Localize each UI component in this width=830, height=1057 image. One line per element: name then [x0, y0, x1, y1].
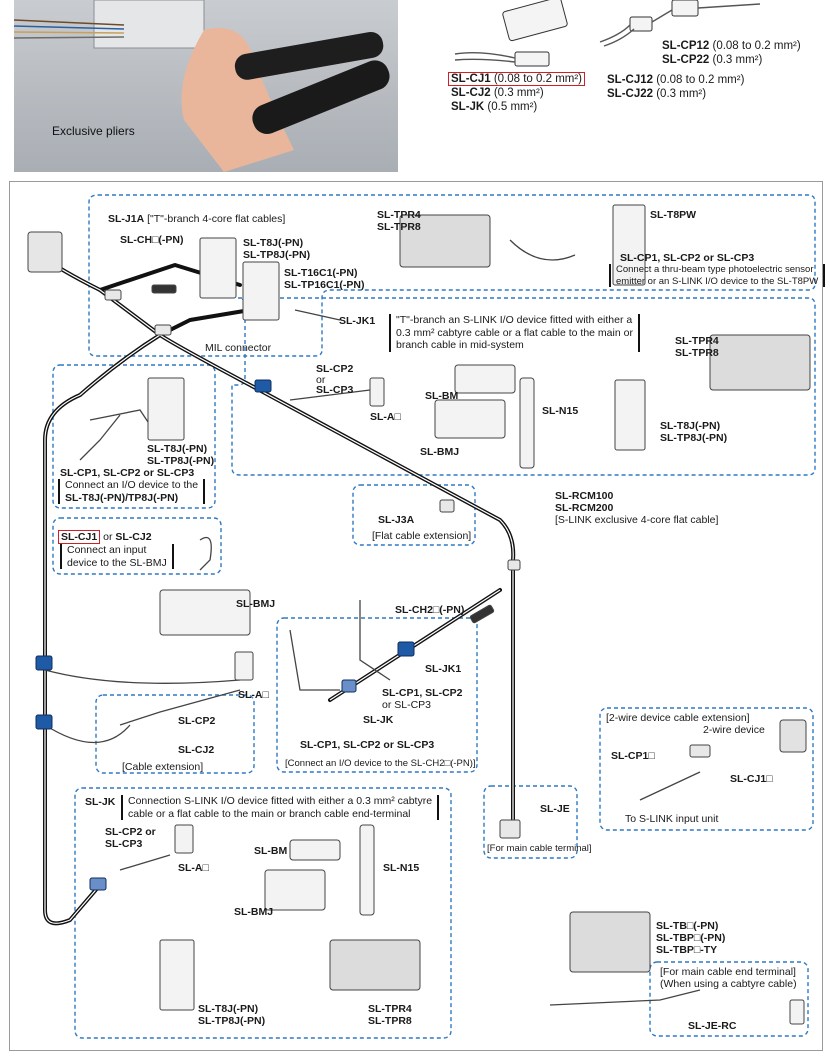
- label-tp8j-c: SL-TP8J(-PN): [147, 455, 215, 467]
- label-t8j-b: SL-T8J(-PN): [660, 420, 721, 432]
- label-cj2-c: SL-CJ2: [178, 744, 215, 756]
- group-j3a: [352, 484, 476, 546]
- cj1-spec: SL-CJ1 (0.08 to 0.2 mm²): [448, 72, 586, 86]
- label-tp8j-b: SL-TP8J(-PN): [660, 432, 728, 444]
- label-t8j-c: SL-T8J(-PN): [147, 443, 208, 455]
- label-je: SL-JE: [540, 803, 570, 815]
- label-cp2-a: SL-CP2: [316, 363, 354, 375]
- label-tpr4-b: SL-TPR4: [675, 335, 719, 347]
- group-bmj-input: [52, 517, 222, 575]
- label-tp8j-a: SL-TP8J(-PN): [243, 249, 311, 261]
- j1a-branch-2: [158, 308, 252, 337]
- label-cp-or: SL-CP1, SL-CP2 or SL-CP3: [620, 252, 755, 264]
- label-jk1-desc: "T"-branch an S-LINK I/O device fitted w…: [389, 314, 640, 352]
- label-2wire: 2-wire device: [703, 724, 765, 736]
- label-jk1-b: SL-JK1: [425, 663, 462, 675]
- label-bmj-b: SL-BMJ: [236, 598, 276, 610]
- label-jk-c: SL-JK: [85, 796, 116, 808]
- label-jerc: SL-JE-RC: [688, 1020, 737, 1032]
- label-a-b: SL-A□: [238, 689, 269, 701]
- group-2wire: [599, 707, 814, 831]
- label-bm-c: SL-BM: [254, 845, 288, 857]
- group-jerc: [649, 961, 809, 1037]
- label-n15-c: SL-N15: [383, 862, 420, 874]
- group-ch2: [276, 617, 478, 773]
- label-tbpty: SL-TBP□-TY: [656, 944, 718, 956]
- label-jerc-desc1: [For main cable end terminal]: [660, 966, 796, 978]
- label-cp12-b: SL-CP1, SL-CP2: [382, 687, 463, 699]
- label-mil: MIL connector: [205, 342, 272, 354]
- label-ch: SL-CH□(-PN): [120, 234, 184, 246]
- label-tb: SL-TB□(-PN): [656, 920, 719, 932]
- label-t8pw-desc: Connect a thru-beam type photoelectric s…: [609, 264, 826, 287]
- label-bmj-a: SL-BMJ: [420, 446, 460, 458]
- label-je-desc: [For main cable terminal]: [487, 843, 592, 854]
- label-j1a: SL-J1A ["T"-branch 4-core flat cables]: [108, 213, 286, 225]
- group-je: [483, 785, 578, 859]
- label-bmj-c: SL-BMJ: [234, 906, 274, 918]
- label-to-input: To S-LINK input unit: [625, 813, 719, 825]
- label-t16c1: SL-T16C1(-PN): [284, 267, 358, 279]
- label-rcm200: SL-RCM200: [555, 502, 614, 514]
- label-rcm100: SL-RCM100: [555, 490, 614, 502]
- cj22-spec: SL-CJ22 (0.3 mm²): [607, 88, 707, 100]
- label-j3a-desc: [Flat cable extension]: [372, 530, 472, 542]
- cp22-spec: SL-CP22 (0.3 mm²): [662, 54, 763, 66]
- label-t8j-a: SL-T8J(-PN): [243, 237, 304, 249]
- cj12-spec: SL-CJ12 (0.08 to 0.2 mm²): [607, 74, 745, 86]
- top-connector-drawings: [454, 0, 761, 67]
- label-rcm-desc: [S-LINK exclusive 4-core flat cable]: [555, 514, 719, 526]
- label-or-cp3-b: or SL-CP3: [382, 699, 432, 711]
- label-cp1-e: SL-CP1□: [611, 750, 655, 762]
- label-tpr4-a: SL-TPR4: [377, 209, 421, 221]
- device-terminal-top-left: [27, 231, 63, 273]
- group-cable-ext: [95, 694, 255, 774]
- photo-caption: Exclusive pliers: [52, 124, 135, 138]
- label-jerc-desc2: (When using a cabtyre cable): [660, 978, 797, 990]
- label-2wire-title: [2-wire device cable extension]: [606, 712, 750, 724]
- group-t8j: [52, 364, 216, 509]
- cj2-spec: SL-CJ2 (0.3 mm²): [451, 87, 544, 99]
- label-tbp: SL-TBP□(-PN): [656, 932, 726, 944]
- label-cp2-d: SL-CP2 or: [105, 826, 156, 838]
- label-t8j-d: SL-T8J(-PN): [198, 1003, 259, 1015]
- label-or-a: or: [316, 374, 326, 386]
- label-tpr8-c: SL-TPR8: [368, 1015, 412, 1027]
- system-diagram-frame: [9, 181, 823, 1051]
- label-jk1-a: SL-JK1: [339, 315, 376, 327]
- label-a-a: SL-A□: [370, 411, 401, 423]
- label-cable-ext: [Cable extension]: [122, 761, 204, 773]
- label-cp-or-c: SL-CP1, SL-CP2 or SL-CP3: [60, 467, 195, 479]
- label-tp16c1: SL-TP16C1(-PN): [284, 279, 365, 291]
- label-tpr4-c: SL-TPR4: [368, 1003, 412, 1015]
- label-jk-c-desc: Connection S-LINK I/O device fitted with…: [121, 795, 440, 820]
- label-t8pw: SL-T8PW: [650, 209, 697, 221]
- label-cj1-e: SL-CJ1□: [730, 773, 773, 785]
- label-jk-b: SL-JK: [363, 714, 394, 726]
- label-cj1-cj2: SL-CJ1 or SL-CJ2: [58, 530, 152, 544]
- label-cp-or-d: SL-CP1, SL-CP2 or SL-CP3: [300, 739, 435, 751]
- label-cp3-d: SL-CP3: [105, 838, 143, 850]
- label-a-c: SL-A□: [178, 862, 209, 874]
- label-j3a: SL-J3A: [378, 514, 415, 526]
- label-bm-a: SL-BM: [425, 390, 459, 402]
- label-ch2-desc: [Connect an I/O device to the SL-CH2□(-P…: [285, 758, 476, 769]
- cp12-spec: SL-CP12 (0.08 to 0.2 mm²): [662, 40, 801, 52]
- jk-spec: SL-JK (0.5 mm²): [451, 101, 538, 113]
- label-ch2: SL-CH2□(-PN): [395, 604, 465, 616]
- group-jk: [74, 787, 452, 1039]
- label-cp2-c: SL-CP2: [178, 715, 216, 727]
- pliers-photo: Exclusive pliers: [14, 0, 398, 172]
- pliers-illustration: [14, 0, 390, 172]
- label-tpr8-b: SL-TPR8: [675, 347, 719, 359]
- label-cp3-a: SL-CP3: [316, 384, 354, 396]
- label-n15-a: SL-N15: [542, 405, 579, 417]
- label-tpr8-a: SL-TPR8: [377, 221, 421, 233]
- label-tp8j-d: SL-TP8J(-PN): [198, 1015, 266, 1027]
